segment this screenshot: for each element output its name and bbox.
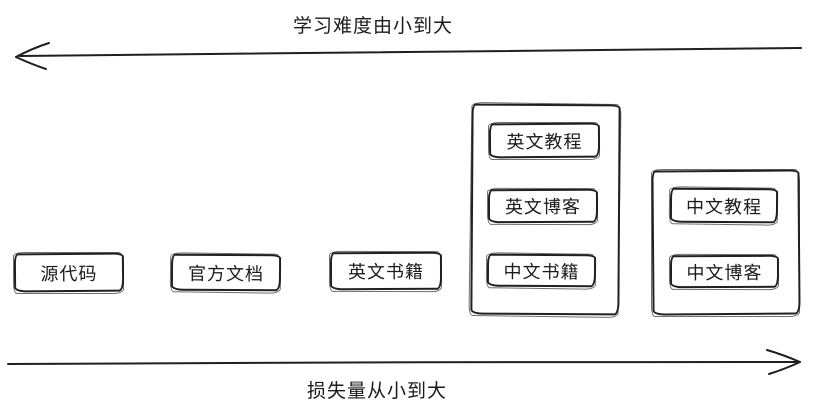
- box-chinese-blogs: 中文博客: [669, 254, 780, 289]
- box-english-books-label: 英文书籍: [347, 261, 425, 283]
- top-axis-label: 学习难度由小到大: [293, 16, 454, 37]
- box-english-books: 英文书籍: [329, 251, 443, 291]
- left-arrow-icon: [15, 42, 802, 70]
- box-english-blogs-label: 英文博客: [504, 196, 582, 218]
- box-chinese-books: 中文书籍: [486, 253, 597, 288]
- box-chinese-tutorials-label: 中文教程: [685, 196, 763, 217]
- box-chinese-blogs-label: 中文博客: [686, 262, 763, 283]
- box-source-code-label: 源代码: [40, 263, 98, 284]
- box-chinese-tutorials: 中文教程: [669, 187, 779, 224]
- box-english-tutorials-label: 英文教程: [506, 131, 583, 152]
- bottom-axis-label: 损失量从小到大: [307, 381, 448, 402]
- box-official-docs: 官方文档: [170, 253, 282, 292]
- box-english-tutorials: 英文教程: [488, 122, 601, 159]
- box-official-docs-label: 官方文档: [187, 263, 265, 284]
- box-chinese-books-label: 中文书籍: [503, 261, 580, 282]
- box-english-blogs: 英文博客: [487, 188, 599, 224]
- box-source-code: 源代码: [13, 252, 125, 293]
